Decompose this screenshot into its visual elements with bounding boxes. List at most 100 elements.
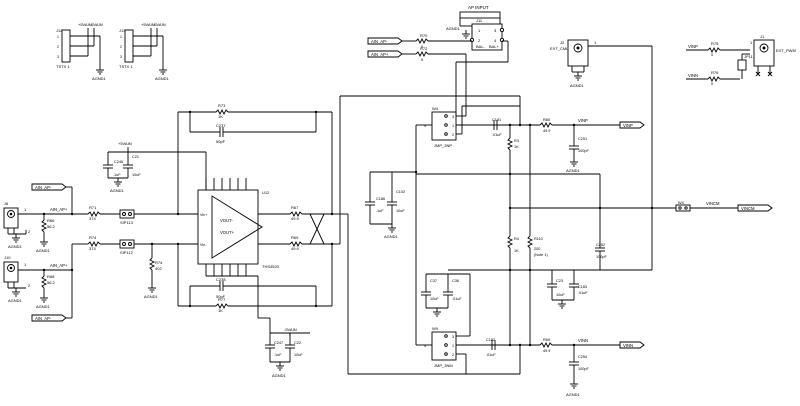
output-network: C181 .01uF R65 49.9 VINP VINP C251 100pF… [416, 106, 773, 397]
w4-pin4: 4 [424, 124, 426, 128]
r72-val: 0 [421, 57, 424, 62]
c22-ref: C22 [294, 341, 301, 345]
c237-ref: C237 [216, 123, 226, 128]
u12-vout-plus: VOUT+ [220, 230, 235, 235]
c182-val: .01uF [486, 353, 496, 357]
r110-note: (Note 1) [534, 253, 548, 257]
vinn-label-rail: VINN [578, 338, 588, 343]
header-j12: J12 1 2 3 +5VAIN -5VAIN TSTX 1 AGND1 [56, 22, 107, 81]
w4-name: JMP_3NP [434, 143, 452, 148]
j6-pin2: 2 [28, 229, 31, 234]
c252-ref: C252 [596, 243, 605, 247]
r67-ref: R67 [291, 205, 299, 210]
j10-pin2: 2 [28, 283, 31, 288]
u12-part: THS4520 [262, 264, 280, 269]
j12-supply-1: +5VAIN [78, 22, 92, 27]
c181-val: .01uF [492, 133, 502, 137]
w4-ref: W4 [432, 106, 439, 111]
r65-val: 49.9 [543, 129, 550, 133]
vinn-flag: VINN [623, 343, 633, 348]
ain-ap-minus-flag-top: AIN_AP- [371, 39, 388, 44]
r68-ref: R68 [47, 274, 55, 279]
w4-pin3: 3 [452, 115, 454, 119]
r68-val: 56.2 [47, 280, 56, 285]
sip112-label: SIP112 [120, 250, 134, 255]
ext-cml-connector: J2 EXT_CML 1 AGND1 [550, 39, 653, 208]
c183-ref: C183 [578, 285, 587, 289]
j13-ref: J13 [119, 28, 126, 33]
r110-ref: R110 [534, 237, 543, 241]
r4-val: 1K [514, 249, 519, 253]
j13-pin2: 2 [120, 45, 122, 49]
j13-pin3: 3 [120, 55, 122, 59]
c186-ref: C186 [376, 197, 385, 201]
ain-ap-plus-label-j10: AIN_AP+ [50, 263, 68, 268]
r75-val: 0 [711, 52, 714, 57]
cap-c186-c102: C186 .1uF C102 10uF AGND1 [364, 170, 418, 239]
c238-val: 50pF [216, 294, 226, 299]
r65-ref: R65 [543, 118, 550, 122]
w9-ref: W9 [432, 326, 439, 331]
r74-val: 374 [89, 246, 96, 251]
j12-pin2: 2 [57, 45, 59, 49]
w4-pin2: 2 [452, 133, 454, 137]
r77-ref: R77 [218, 297, 226, 302]
j2-name: EXT_CML [550, 46, 569, 51]
j12-pin3: 3 [57, 55, 59, 59]
c23-val: 10uF [556, 293, 565, 297]
c22-val: 10uF [294, 353, 303, 357]
c21-val: 10uF [132, 173, 141, 177]
c102-ref: C102 [396, 190, 405, 194]
r77-val: 1K [218, 308, 223, 313]
r76-ref: R76 [711, 70, 719, 75]
r76-val: 0 [711, 81, 714, 86]
vp-label-top: +5VAIN [118, 141, 132, 146]
j13-supply-2: -5VAIN [153, 22, 166, 27]
r74b-gnd: AGND1 [144, 294, 159, 299]
c254-val: 100pF [578, 367, 589, 371]
vm-label-bottom: -5VAIN [284, 327, 297, 332]
r66-val: 56.2 [47, 224, 56, 229]
r70-ref: R70 [420, 33, 428, 38]
j6-pin1: 1 [24, 207, 27, 212]
c254-ref: C254 [578, 355, 587, 359]
r75-ref: R75 [711, 41, 719, 46]
r67-val: 49.9 [291, 216, 300, 221]
w9-pin2: 2 [452, 353, 454, 357]
ain-flags-top: AIN_AP- AIN_AP+ R70 0 R72 0 [367, 33, 509, 116]
ain-ap-plus-label-j6: AIN_AP+ [50, 207, 68, 212]
c238-ref: C238 [216, 277, 226, 282]
u12-vin-plus: Vin+ [200, 213, 207, 217]
ap-input-block: AP INPUT J11 AGND1 1 2 3 4 BAL- BAL+ [446, 5, 505, 51]
c252-val: 100pF [596, 255, 607, 259]
r4-ref: R4 [514, 237, 519, 241]
c251-ref: C251 [578, 137, 587, 141]
c36-ref: C36 [452, 279, 459, 283]
r73-val: 1K [218, 114, 223, 119]
jumper-w9: W9 JMP_3NM 3 1 2 4 [415, 282, 520, 374]
c247-val: .1uF [274, 353, 282, 357]
ain-ap-minus-flag-bottom: AIN_AP- [35, 316, 52, 321]
j2-ref: J2 [560, 40, 565, 45]
w4-pin1: 1 [452, 124, 454, 128]
negative-supply-decoupling: -5VAIN C247 .1uF C22 10uF AGND1 [258, 317, 310, 378]
r69-ref: R69 [291, 235, 299, 240]
gnd-label-c254: AGND1 [566, 392, 581, 397]
vincm-flag: VINCM [741, 206, 755, 211]
u12-vin-minus: Vin- [200, 243, 207, 247]
j12-gnd: AGND1 [92, 76, 107, 81]
gnd-label-c102: AGND1 [384, 234, 399, 239]
jumper-w4: W4 JMP_3NP 3 1 2 4 [415, 96, 521, 340]
c186-val: .1uF [376, 209, 384, 213]
u12-ref: U12 [262, 190, 270, 195]
cap-c37-c36: C37 10uF C36 .01uF [420, 273, 471, 317]
c21-ref: C21 [132, 155, 139, 159]
ap-input-title: AP INPUT [468, 5, 489, 10]
input-connector-j10: J10 1 AGND1 2 R68 56.2 AGND1 AIN_AP+ AIN… [3, 243, 88, 322]
gnd-label-c21: AGND1 [110, 188, 125, 193]
c237-val: 50pF [216, 139, 226, 144]
c37-val: 10uF [430, 297, 439, 301]
ain-ap-plus-flag-top: AIN_AP+ [371, 52, 389, 57]
c247-ref: C247 [274, 341, 283, 345]
positive-supply-decoupling: +5VAIN C246 .1uF C21 10uF AGND1 [102, 141, 207, 193]
